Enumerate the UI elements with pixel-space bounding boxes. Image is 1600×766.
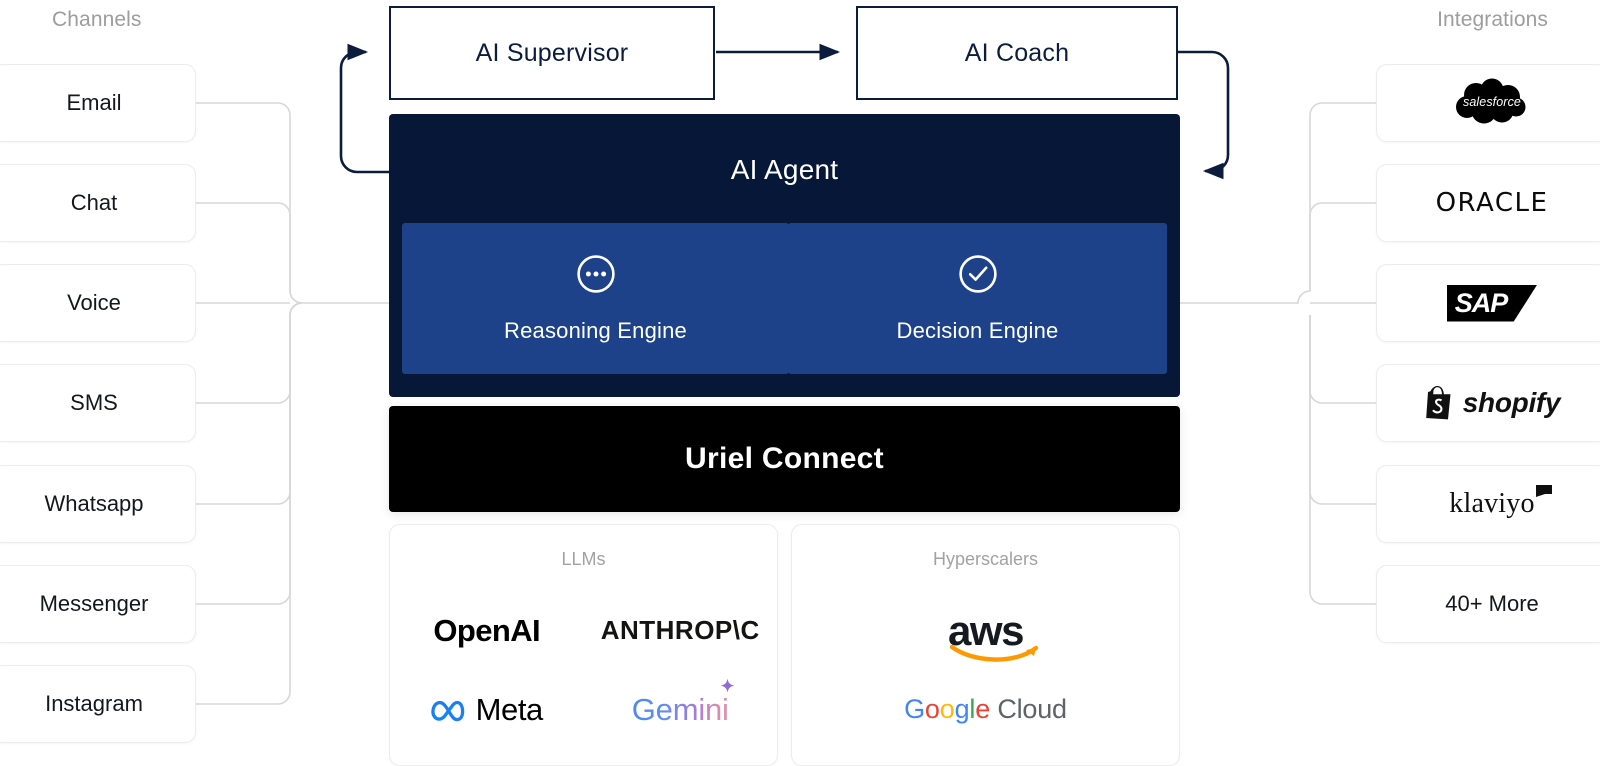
channel-label: Chat — [70, 190, 118, 215]
decision-engine-label: Decision Engine — [896, 318, 1059, 343]
aws-logo: aws — [948, 606, 1024, 654]
integration-card-oracle[interactable]: ORACLE — [1376, 164, 1600, 242]
shopify-logo: shopify — [1462, 387, 1561, 418]
channel-card-email[interactable]: Email — [0, 64, 196, 142]
integration-card-salesforce[interactable]: salesforce — [1376, 64, 1600, 142]
oracle-logo: ORACLE — [1435, 188, 1549, 218]
meta-infinity-icon — [430, 697, 469, 723]
integration-card-sap[interactable]: SAP — [1376, 264, 1600, 342]
ai-agent-title: AI Agent — [730, 154, 839, 185]
channel-label: Whatsapp — [44, 491, 144, 516]
channel-card-chat[interactable]: Chat — [0, 164, 196, 242]
ellipsis-circle-icon — [575, 253, 617, 300]
channel-label: Instagram — [45, 691, 143, 716]
decision-engine-card[interactable]: Decision Engine — [788, 223, 1167, 374]
llm-logo-openai[interactable]: OpenAI — [390, 591, 584, 670]
anthropic-logo: ANTHROP\C — [600, 615, 760, 645]
google-cloud-logo: Google Cloud — [904, 694, 1067, 724]
llm-logo-gemini[interactable]: Gemini — [584, 670, 778, 749]
ai-coach-box[interactable]: AI Coach — [856, 6, 1178, 100]
integration-card-klaviyo[interactable]: klaviyo — [1376, 465, 1600, 543]
uriel-connect-label: Uriel Connect — [685, 442, 884, 475]
ai-supervisor-label: AI Supervisor — [475, 38, 629, 67]
reasoning-engine-label: Reasoning Engine — [503, 318, 687, 343]
llms-panel: LLMs OpenAI ANTHROP\C Meta Gemini — [389, 524, 778, 766]
channel-label: Messenger — [39, 591, 149, 616]
hyperscaler-logo-google-cloud[interactable]: Google Cloud — [792, 670, 1179, 749]
ai-coach-label: AI Coach — [964, 38, 1070, 67]
channel-label: SMS — [70, 390, 118, 415]
channels-heading: Channels — [52, 8, 142, 31]
salesforce-wordmark: salesforce — [1463, 95, 1521, 109]
check-circle-icon — [957, 253, 999, 300]
llm-logo-anthropic[interactable]: ANTHROP\C — [584, 591, 778, 670]
channel-card-voice[interactable]: Voice — [0, 264, 196, 342]
ai-agent-panel: AI Agent Reasoning Engine Decision Engin… — [389, 114, 1180, 397]
channel-card-messenger[interactable]: Messenger — [0, 565, 196, 643]
more-integrations-label: 40+ More — [1445, 591, 1539, 616]
integrations-heading: Integrations — [1437, 8, 1548, 31]
shopify-bag-icon — [1424, 386, 1454, 420]
hyperscalers-title: Hyperscalers — [932, 549, 1039, 569]
channel-card-instagram[interactable]: Instagram — [0, 665, 196, 743]
llms-title: LLMs — [561, 549, 606, 569]
klaviyo-logo: klaviyo — [1449, 488, 1535, 519]
hyperscalers-panel: Hyperscalers aws Google Cloud — [791, 524, 1180, 766]
integration-card-shopify[interactable]: shopify — [1376, 364, 1600, 442]
gemini-logo: Gemini — [631, 691, 729, 727]
openai-logo: OpenAI — [433, 612, 541, 648]
integration-card-more[interactable]: 40+ More — [1376, 565, 1600, 643]
meta-logo: Meta — [475, 691, 544, 727]
channel-card-whatsapp[interactable]: Whatsapp — [0, 465, 196, 543]
klaviyo-flag-icon — [1535, 485, 1552, 504]
channel-label: Email — [66, 90, 122, 115]
salesforce-logo: salesforce — [1454, 78, 1530, 128]
ai-supervisor-box[interactable]: AI Supervisor — [389, 6, 715, 100]
reasoning-engine-card[interactable]: Reasoning Engine — [402, 223, 789, 374]
sap-logo: SAP — [1446, 284, 1538, 322]
channel-card-sms[interactable]: SMS — [0, 364, 196, 442]
gemini-sparkle-icon — [719, 678, 736, 700]
aws-smile-icon — [949, 642, 1039, 671]
llm-logo-meta[interactable]: Meta — [390, 670, 584, 749]
channel-label: Voice — [67, 290, 121, 315]
uriel-connect-bar[interactable]: Uriel Connect — [389, 406, 1180, 512]
hyperscaler-logo-aws[interactable]: aws — [792, 591, 1179, 670]
